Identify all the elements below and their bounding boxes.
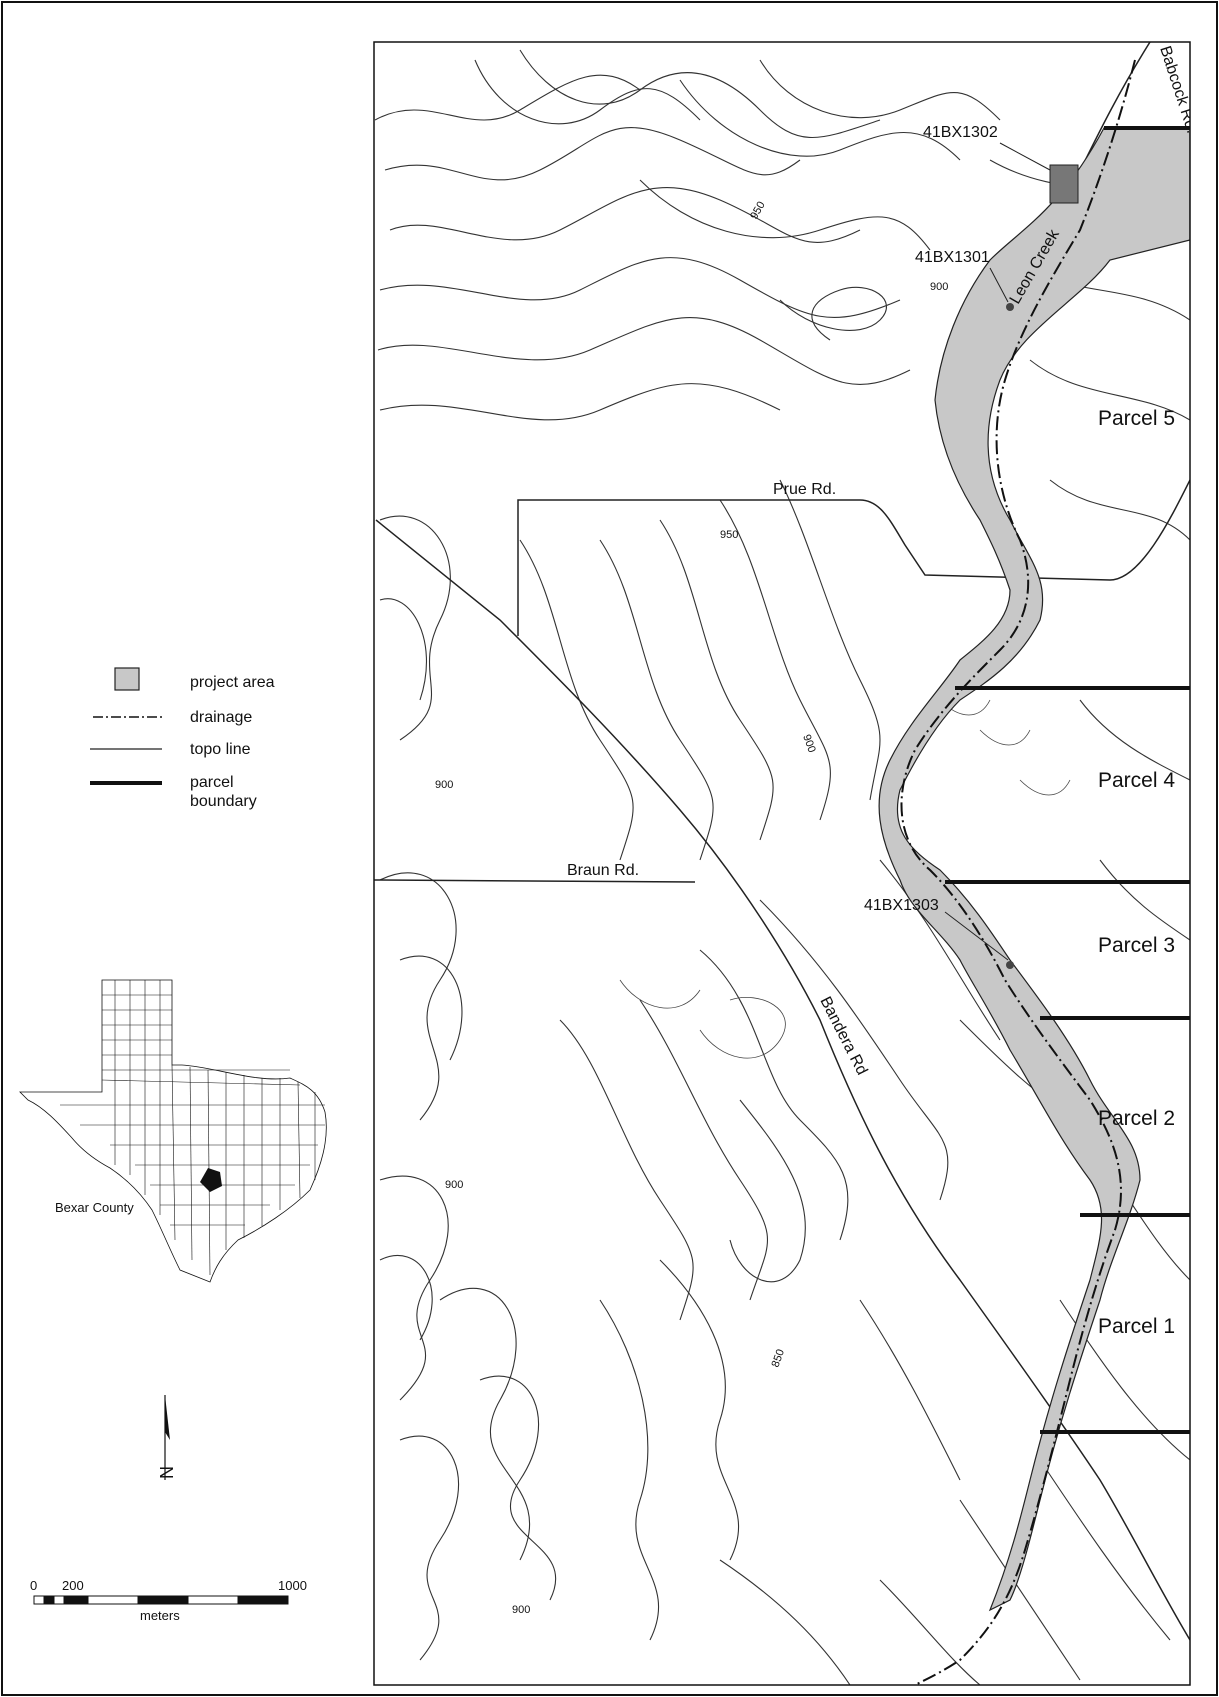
map-panel: 950 950 900 900 900 900 850 900 41BX1302…: [374, 42, 1200, 1685]
site-41bx1303-point: [1006, 961, 1014, 969]
contour-label-950a: 950: [748, 200, 768, 222]
road-label-braun: Braun Rd.: [567, 862, 639, 879]
road-label-babcock: Babcock Rd.: [1156, 44, 1200, 136]
parcel-boundaries: [945, 126, 1190, 1434]
scale-tick-1000: 1000: [278, 1578, 307, 1593]
parcel-label-2: Parcel 2: [1098, 1107, 1175, 1130]
road-label-bandera: Bandera Rd: [816, 994, 870, 1078]
legend: project area drainage topo line parcel b…: [90, 667, 275, 810]
contour-label-950b: 950: [720, 529, 738, 541]
north-arrow: N: [156, 1395, 176, 1480]
leon-creek-drainage: [900, 59, 1136, 1685]
parcel-label-5: Parcel 5: [1098, 407, 1175, 430]
scale-unit: meters: [140, 1608, 180, 1623]
bexar-county-highlight: [200, 1168, 222, 1192]
road-label-prue: Prue Rd.: [773, 481, 836, 498]
site-label-41bx1301: 41BX1301: [915, 249, 990, 266]
scale-bar: 0 200 1000 meters: [30, 1578, 307, 1623]
contour-label-900b: 900: [800, 733, 818, 754]
site-label-41bx1302: 41BX1302: [923, 124, 998, 141]
braun-road: [374, 879, 696, 883]
site-41bx1301-point: [1006, 303, 1014, 311]
contour-label-900d: 900: [445, 1179, 463, 1191]
prue-road: [517, 479, 1190, 636]
contour-label-850: 850: [770, 1348, 788, 1369]
bandera-road: [375, 519, 1190, 1641]
legend-topo-label: topo line: [190, 741, 251, 758]
legend-drainage-label: drainage: [190, 709, 252, 726]
contour-label-900e: 900: [512, 1604, 530, 1616]
parcel-label-4: Parcel 4: [1098, 769, 1175, 792]
scale-tick-200: 200: [62, 1578, 84, 1593]
bexar-county-label: Bexar County: [55, 1200, 134, 1215]
contour-label-900c: 900: [435, 779, 453, 791]
legend-project-area-swatch: [114, 667, 140, 691]
site-41bx1302-marker: [1049, 164, 1079, 204]
parcel-label-1: Parcel 1: [1098, 1315, 1175, 1338]
parcel-label-3: Parcel 3: [1098, 934, 1175, 957]
legend-project-area-label: project area: [190, 674, 275, 691]
project-area-polygon: [878, 127, 1190, 1612]
texas-locator-map: Bexar County: [19, 979, 327, 1283]
map-frame: [373, 41, 1191, 1686]
legend-parcel-label-1: parcel: [190, 774, 234, 791]
north-label: N: [156, 1466, 176, 1479]
site-label-41bx1303: 41BX1303: [864, 897, 939, 914]
legend-parcel-label-2: boundary: [190, 793, 257, 810]
scale-tick-0: 0: [30, 1578, 37, 1593]
contour-label-900a: 900: [930, 281, 948, 293]
